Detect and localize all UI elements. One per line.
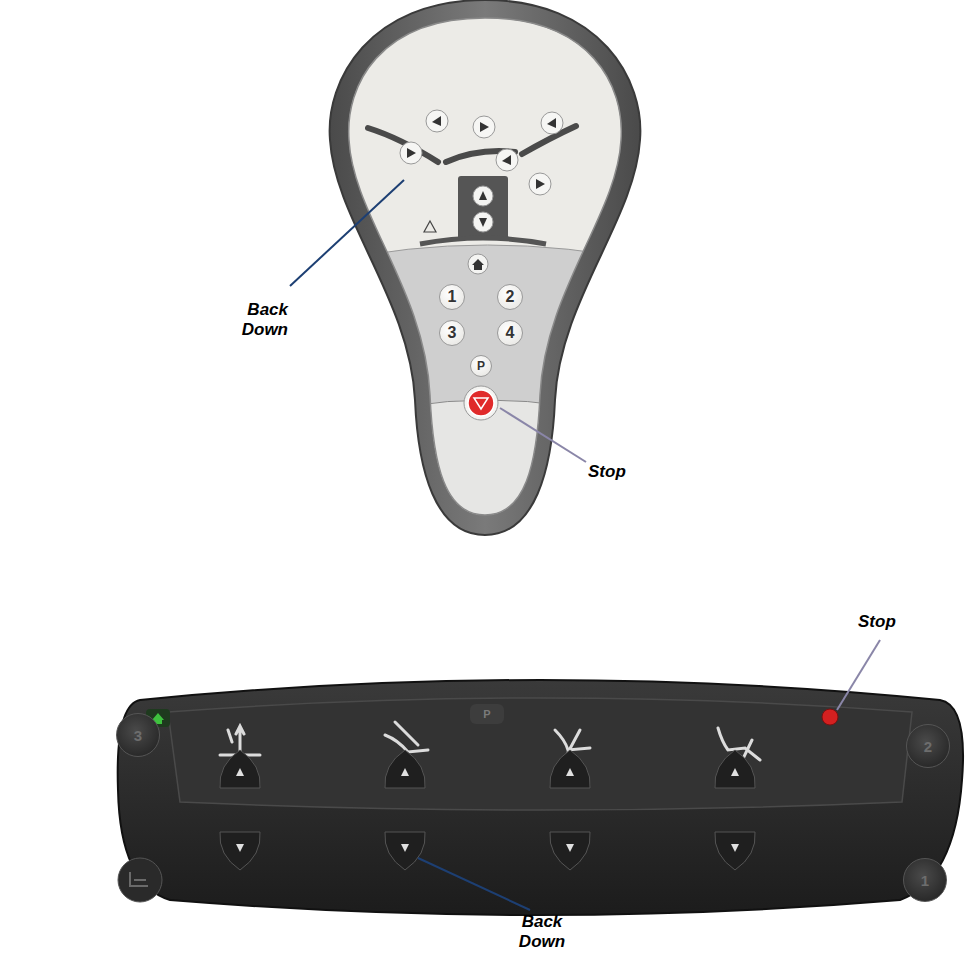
button-label: 1 bbox=[921, 872, 929, 889]
button-label: 1 bbox=[448, 288, 457, 306]
side-button: 1 bbox=[903, 858, 947, 902]
button-label: 2 bbox=[506, 288, 515, 306]
leader-line bbox=[837, 640, 880, 710]
keypad-button: 4 bbox=[497, 320, 523, 346]
keypad-button: 3 bbox=[439, 320, 465, 346]
program-button: P bbox=[470, 704, 504, 724]
leader-line bbox=[500, 408, 586, 462]
side-button: 3 bbox=[116, 713, 160, 757]
callout-label: Stop bbox=[858, 612, 918, 632]
side-button bbox=[118, 858, 162, 902]
chair-base bbox=[420, 238, 546, 244]
callout-label: Back Down bbox=[228, 300, 288, 340]
callout-label: Stop bbox=[588, 462, 648, 482]
bar-pendant-body bbox=[118, 680, 963, 915]
keypad-button: 2 bbox=[497, 284, 523, 310]
stop-button bbox=[464, 386, 498, 420]
warning-icon bbox=[424, 221, 436, 232]
up-buttons bbox=[220, 750, 755, 788]
button-label: P bbox=[477, 359, 485, 373]
button-label: 3 bbox=[448, 324, 457, 342]
button-label: 4 bbox=[506, 324, 515, 342]
leader-line bbox=[290, 180, 404, 286]
button-label: 3 bbox=[134, 727, 142, 744]
height-column bbox=[458, 176, 508, 240]
down-buttons bbox=[220, 832, 755, 870]
leader-line bbox=[418, 858, 530, 910]
side-button: 2 bbox=[906, 724, 950, 768]
button-label: 2 bbox=[924, 738, 932, 755]
pendant-face bbox=[330, 0, 650, 540]
button-label: P bbox=[483, 708, 490, 720]
program-button: P bbox=[470, 355, 492, 377]
bar-top-panel bbox=[168, 698, 912, 810]
keypad-button: 1 bbox=[439, 284, 465, 310]
stop-button bbox=[822, 709, 838, 725]
home-button bbox=[468, 254, 488, 274]
function-icons bbox=[220, 722, 760, 765]
callout-label: Back Down bbox=[512, 912, 572, 952]
